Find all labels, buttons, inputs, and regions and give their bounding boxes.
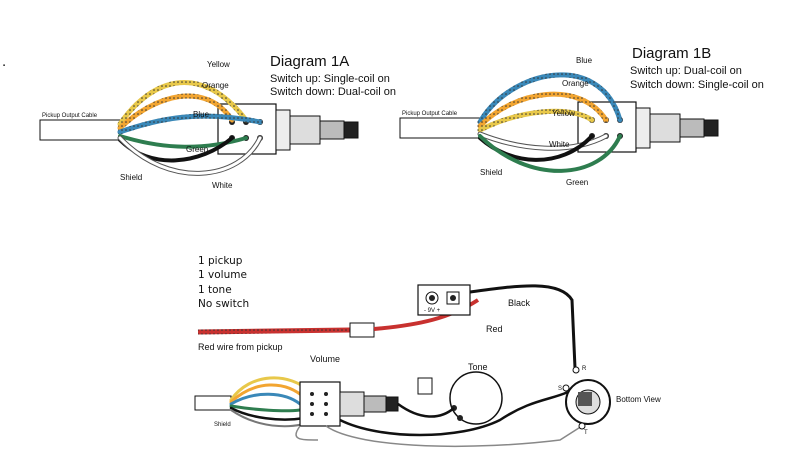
mini-switch-1b [577, 101, 719, 153]
diagram-1a: Pickup Output Cable Yellow Orange Blue G… [39, 53, 396, 190]
orange-label-1a: Orange [202, 81, 229, 90]
pot-jack-wires [295, 390, 583, 448]
pickup-wires-bottom [229, 376, 319, 428]
white-label-1b: White [549, 140, 570, 149]
blue-label-1b: Blue [576, 56, 593, 65]
shield-label-1b: Shield [480, 168, 502, 177]
volume-pot [299, 381, 399, 427]
stray-dot: . [2, 53, 6, 70]
jack-t-label: T [584, 430, 588, 436]
wires-1a [117, 80, 263, 176]
green-wire-1a [118, 134, 248, 149]
green-label-1a: Green [186, 145, 208, 154]
yellow-label-1b: Yellow [552, 109, 575, 118]
battery-9v: - 9V + [417, 284, 471, 316]
cable-label-1a: Pickup Output Cable [42, 113, 98, 119]
tone-label: Tone [468, 362, 488, 372]
note-line-2: 1 volume [198, 269, 247, 281]
diagram-1b: Pickup Output Cable Blue Orange Yellow W… [399, 45, 764, 187]
black-wire [469, 284, 577, 369]
pickup-output-cable-1a [39, 119, 121, 141]
black-label: Black [508, 298, 531, 308]
pickup-output-cable-1b [399, 117, 481, 139]
tone-pot [417, 371, 503, 425]
jack-r-label: R [582, 366, 587, 372]
jack-s-label: S [558, 386, 562, 392]
red-wire-caption: Red wire from pickup [198, 342, 283, 352]
pickup-cable-bottom [194, 395, 232, 411]
bottom-view-label: Bottom View [616, 395, 661, 404]
diagram-1b-title: Diagram 1B [632, 45, 711, 62]
config-notes: 1 pickup 1 volume 1 tone No switch [198, 255, 249, 310]
diagram-1a-line1: Switch up: Single-coil on [270, 73, 390, 85]
diagram-1b-line1: Switch up: Dual-coil on [630, 65, 742, 77]
wires-1b [477, 72, 623, 173]
volume-label: Volume [310, 354, 340, 364]
green-label-1b: Green [566, 178, 588, 187]
green-wire-1b [478, 134, 622, 173]
diagram-1a-title: Diagram 1A [270, 53, 349, 70]
orange-label-1b: Orange [562, 79, 589, 88]
shield-label-1a: Shield [120, 173, 142, 182]
output-jack: R S T [558, 366, 611, 436]
red-label: Red [486, 324, 503, 334]
yellow-label-1a: Yellow [207, 60, 230, 69]
cable-label-1b: Pickup Output Cable [402, 111, 458, 117]
note-line-4: No switch [198, 298, 249, 310]
white-label-1a: White [212, 181, 233, 190]
blue-label-1a: Blue [193, 110, 210, 119]
diagram-1a-line2: Switch down: Dual-coil on [270, 86, 396, 98]
note-line-3: 1 tone [198, 284, 232, 296]
note-line-1: 1 pickup [198, 255, 243, 267]
shield-label-bottom: Shield [214, 422, 231, 428]
bottom-diagram: 1 pickup 1 volume 1 tone No switch Red w… [194, 255, 661, 448]
battery-marks: - 9V + [424, 308, 441, 314]
diagram-1b-line2: Switch down: Single-coil on [630, 79, 764, 91]
